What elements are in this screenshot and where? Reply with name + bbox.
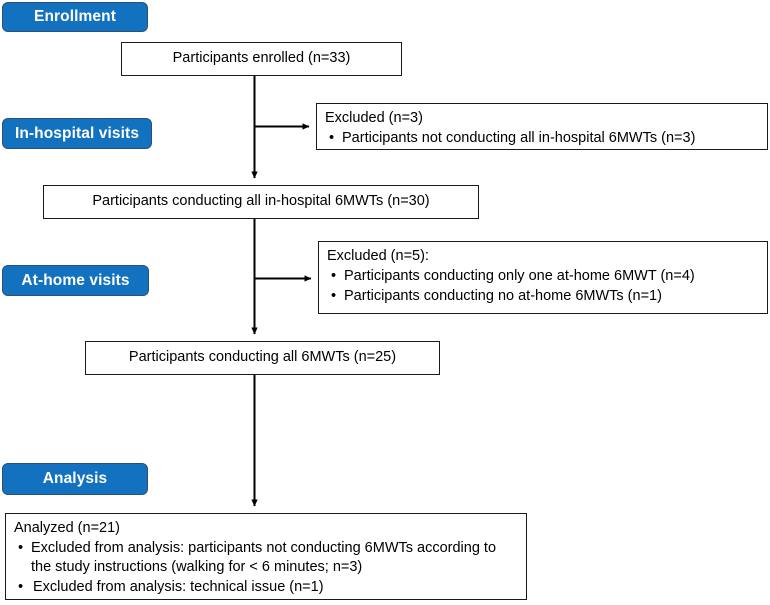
stage-badge-in-hospital-visits-label: In-hospital visits (14, 124, 140, 142)
excluded-in-hospital-heading: Excluded (n=3) (325, 110, 423, 126)
bullet-icon: • (329, 130, 335, 147)
stage-badge-analysis-label: Analysis (42, 470, 108, 488)
list-item: • Participants conducting no at-home 6MW… (327, 287, 760, 306)
excluded-at-home-heading: Excluded (n=5): (327, 248, 429, 264)
stage-badge-enrollment-label: Enrollment (34, 8, 116, 26)
analyzed-heading: Analyzed (n=21) (14, 520, 120, 536)
list-item-label: Participants conducting only one at-home… (344, 268, 695, 285)
list-item: • Participants conducting only one at-ho… (327, 267, 760, 286)
bullet-icon: • (18, 578, 24, 595)
list-item-label: Excluded from analysis: technical issue … (33, 578, 324, 595)
flow-box-analyzed: Analyzed (n=21) • Excluded from analysis… (5, 513, 527, 600)
list-item: • Participants not conducting all in-hos… (325, 129, 760, 148)
flow-box-participants-enrolled-label: Participants enrolled (n=33) (172, 50, 351, 67)
flow-box-excluded-at-home: Excluded (n=5): • Participants conductin… (318, 241, 768, 314)
flow-box-participants-enrolled: Participants enrolled (n=33) (121, 42, 402, 76)
stage-badge-at-home-visits-label: At-home visits (21, 271, 130, 289)
list-item-label: Excluded from analysis: participants not… (31, 540, 497, 576)
stage-badge-at-home-visits: At-home visits (2, 265, 149, 296)
list-item: • Excluded from analysis: technical issu… (14, 578, 519, 597)
list-item-label: Participants conducting no at-home 6MWTs… (344, 287, 662, 304)
flow-box-all-6mwts: Participants conducting all 6MWTs (n=25) (85, 341, 440, 375)
flow-box-all-6mwts-label: Participants conducting all 6MWTs (n=25) (128, 349, 397, 366)
bullet-icon: • (331, 268, 337, 285)
flow-box-excluded-in-hospital: Excluded (n=3) • Participants not conduc… (316, 103, 768, 150)
flow-box-in-hospital-6mwts-label: Participants conducting all in-hospital … (92, 193, 430, 210)
bullet-icon: • (331, 287, 337, 304)
stage-badge-enrollment: Enrollment (2, 2, 148, 32)
flow-box-in-hospital-6mwts: Participants conducting all in-hospital … (43, 185, 479, 219)
stage-badge-in-hospital-visits: In-hospital visits (2, 118, 152, 149)
excluded-in-hospital-list: • Participants not conducting all in-hos… (325, 129, 760, 148)
stage-badge-analysis: Analysis (2, 463, 148, 495)
bullet-icon: • (18, 540, 24, 557)
excluded-at-home-list: • Participants conducting only one at-ho… (327, 267, 760, 306)
list-item-label: Participants not conducting all in-hospi… (342, 130, 696, 147)
list-item: • Excluded from analysis: participants n… (14, 539, 519, 577)
analyzed-list: • Excluded from analysis: participants n… (14, 539, 519, 597)
